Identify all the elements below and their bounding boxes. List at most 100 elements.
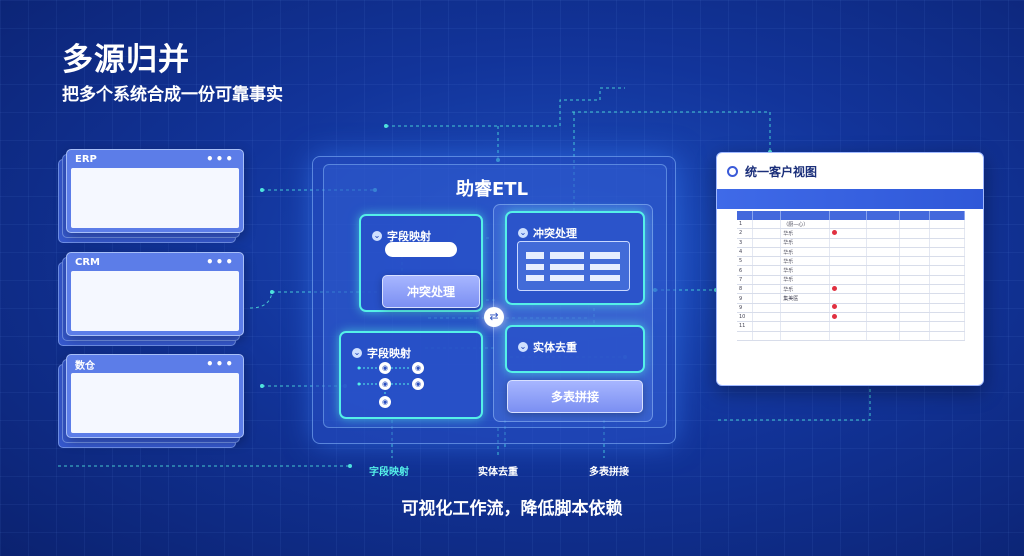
table-cell xyxy=(752,312,782,323)
source-name: ERP xyxy=(75,153,97,165)
mapping-node-icon[interactable]: ◉ xyxy=(412,362,424,374)
stage-label-join: 多表拼接 xyxy=(589,467,629,478)
mapping-node-icon[interactable]: ◉ xyxy=(379,378,391,390)
table-cell xyxy=(866,228,901,239)
field-mapping-card-2[interactable]: ⌄ 字段映射 xyxy=(339,331,483,419)
table-row[interactable]: 9 集美医 xyxy=(737,293,966,304)
table-cell xyxy=(829,284,868,295)
table-cell xyxy=(752,220,782,230)
mapping-field-pill[interactable] xyxy=(385,242,457,257)
etl-title: 助睿ETL xyxy=(456,179,529,200)
mapping-node-icon[interactable]: ◉ xyxy=(379,396,391,408)
table-cell xyxy=(866,275,901,286)
view-ring-icon xyxy=(727,165,738,177)
footer-caption: 可视化工作流，降低脚本依赖 xyxy=(401,499,623,519)
table-cell: 9 xyxy=(737,303,754,313)
table-cell xyxy=(866,303,901,313)
mapping-node-icon[interactable]: ◉ xyxy=(412,378,424,390)
card-title: 字段映射 xyxy=(387,230,431,243)
table-row[interactable]: 8 华乐 xyxy=(737,284,966,295)
table-cell: 2 xyxy=(737,228,754,239)
table-cell xyxy=(829,275,868,286)
table-cell: 华乐 xyxy=(780,238,830,248)
table-cell xyxy=(752,293,782,304)
chevron-down-icon[interactable]: ⌄ xyxy=(372,231,382,241)
table-row[interactable]: 11 xyxy=(737,321,966,332)
table-row[interactable]: 2 华乐 xyxy=(737,228,966,239)
chevron-down-icon[interactable]: ⌄ xyxy=(518,342,528,352)
table-cell xyxy=(829,321,868,332)
source-erp-panel[interactable]: ERP ••• xyxy=(58,149,244,243)
table-cell xyxy=(780,303,830,313)
table-row[interactable]: 10 xyxy=(737,312,966,323)
table-cell: 集美医 xyxy=(780,293,830,304)
table-cell xyxy=(899,293,930,304)
more-dots-icon[interactable]: ••• xyxy=(205,152,235,166)
table-cell xyxy=(866,220,901,230)
more-dots-icon[interactable]: ••• xyxy=(205,255,235,269)
source-name: CRM xyxy=(75,256,100,268)
table-cell xyxy=(866,293,901,304)
table-cell xyxy=(899,238,930,248)
table-row[interactable]: 9 xyxy=(737,303,966,313)
table-cell xyxy=(752,265,782,276)
table-cell xyxy=(829,220,868,230)
table-cell xyxy=(829,238,868,248)
table-cell xyxy=(752,331,782,341)
table-cell xyxy=(899,321,930,332)
table-cell xyxy=(899,228,930,239)
source-warehouse-panel[interactable]: 数仓 ••• xyxy=(58,354,244,448)
table-cell xyxy=(866,238,901,248)
more-dots-icon[interactable]: ••• xyxy=(205,357,235,371)
table-cell xyxy=(780,312,830,323)
table-cell xyxy=(899,256,930,267)
table-row[interactable]: 1（厨—心） xyxy=(737,220,966,230)
table-cell xyxy=(929,293,966,304)
table-cell xyxy=(929,284,966,295)
entity-dedup-card[interactable]: ⌄ 实体去重 xyxy=(505,325,645,373)
source-crm-panel[interactable]: CRM ••• xyxy=(58,252,244,346)
page-title: 多源归并 xyxy=(62,42,190,78)
table-cell xyxy=(752,303,782,313)
table-cell: 10 xyxy=(737,312,754,323)
conflict-marker-icon xyxy=(831,285,837,291)
table-row[interactable] xyxy=(737,331,966,341)
stage-label-dedup: 实体去重 xyxy=(478,467,518,478)
conflict-handling-button[interactable]: 冲突处理 xyxy=(382,275,480,308)
conflict-marker-icon xyxy=(831,313,837,319)
table-cell xyxy=(780,331,830,341)
table-cell xyxy=(752,284,782,295)
table-cell xyxy=(866,331,901,341)
table-cell xyxy=(866,284,901,295)
table-cell xyxy=(929,275,966,286)
table-cell xyxy=(737,331,754,341)
table-cell xyxy=(899,275,930,286)
table-cell xyxy=(899,331,930,341)
view-header-band xyxy=(717,189,983,209)
stage-label-mapping: 字段映射 xyxy=(369,467,409,478)
multi-table-join-button[interactable]: 多表拼接 xyxy=(507,380,643,413)
table-cell xyxy=(829,331,868,341)
chevron-down-icon[interactable]: ⌄ xyxy=(352,348,362,358)
table-cell xyxy=(929,256,966,267)
mapping-node-icon[interactable]: ◉ xyxy=(379,362,391,374)
table-cell xyxy=(752,247,782,258)
table-cell: 9 xyxy=(737,293,754,304)
table-cell: 1 xyxy=(737,220,754,230)
table-cell: 华乐 xyxy=(780,247,830,258)
page-subtitle: 把多个系统合成一份可靠事实 xyxy=(62,85,283,105)
table-cell xyxy=(829,256,868,267)
table-cell xyxy=(752,228,782,239)
table-cell xyxy=(780,321,830,332)
merge-hub-icon[interactable]: ⇄ xyxy=(484,307,504,327)
table-cell: 华乐 xyxy=(780,228,830,239)
table-cell: 8 xyxy=(737,284,754,295)
chevron-down-icon[interactable]: ⌄ xyxy=(518,228,528,238)
table-cell: 华乐 xyxy=(780,284,830,295)
